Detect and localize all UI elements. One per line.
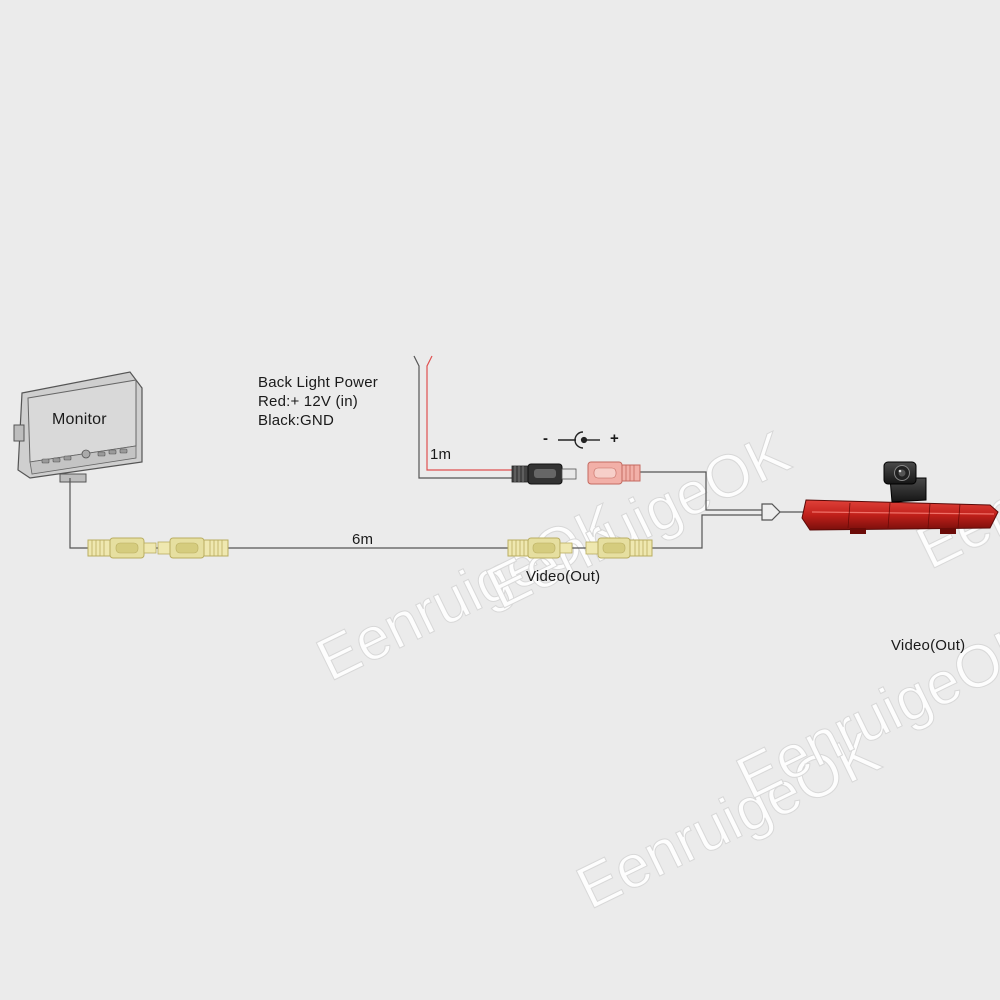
rca-connector-male-right (507, 537, 573, 559)
dc-polarity-icon (558, 431, 600, 449)
watermark-text: EenruigeOK (476, 418, 799, 622)
cable-splitter (761, 503, 781, 521)
rca-connector-female-left (157, 537, 229, 559)
power-cable-length-label: 1m (430, 446, 452, 463)
video-out-camera-label: Video(Out) (891, 637, 966, 654)
polarity-minus-label: - (543, 430, 549, 447)
rca-connector-female-right (585, 537, 653, 559)
dc-jack-female (587, 461, 641, 485)
monitor-label: Monitor (52, 411, 107, 428)
monitor-illustration (13, 371, 143, 483)
video-out-cable-label: Video(Out) (526, 568, 601, 585)
brake-light-camera (801, 461, 999, 534)
power-lead-wire (640, 471, 762, 511)
rca-connector-male-left (87, 537, 157, 559)
power-black-label: Black:GND (258, 412, 334, 429)
polarity-plus-label: + (610, 430, 619, 447)
video-cable (69, 478, 762, 549)
main-cable-length-label: 6m (352, 531, 374, 548)
dc-plug-male (511, 463, 577, 485)
power-red-label: Red:+ 12V (in) (258, 393, 358, 410)
power-input-wires (413, 355, 512, 479)
power-title-label: Back Light Power (258, 374, 378, 391)
